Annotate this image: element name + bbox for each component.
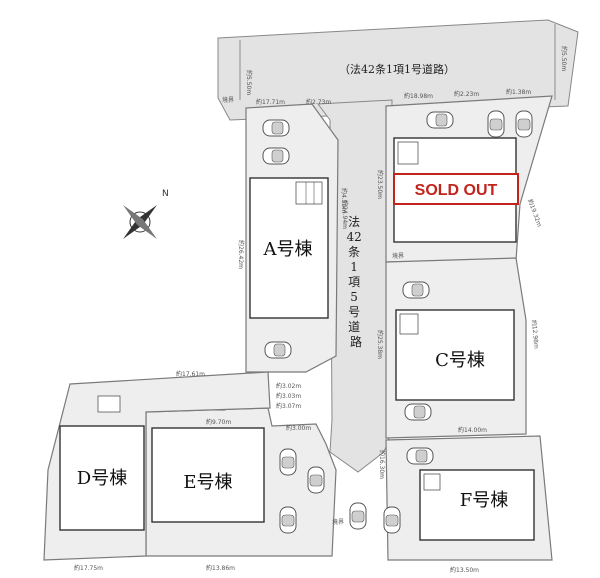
lot-d-label: D号棟 (77, 468, 127, 489)
sold-out-text: SOLD OUT (415, 182, 498, 199)
private-road-width: 約4.50m (340, 188, 348, 213)
lot-b-dim-top3: 約1.38m (506, 88, 531, 96)
private-road-label-1: 法 (348, 215, 360, 229)
compass-north: N (162, 189, 169, 199)
lot-c-dim-bottom: 約14.00m (458, 426, 487, 434)
lot-a-dim-right: 約24.94m (341, 200, 349, 229)
lot-e-dim-bottom: 約13.86m (206, 564, 235, 572)
lot-c-dim-left: 約25.38m (376, 330, 384, 359)
lot-b-dim-right: 約19.32m (526, 198, 543, 228)
lot-d-dim-bottom: 約17.75m (74, 564, 103, 572)
lot-a-dim-top: 約17.71m (256, 98, 285, 106)
lot-d-dim-div2: 約3.03m (276, 392, 301, 400)
lot-d-dim-div3: 約3.07m (276, 402, 301, 410)
compass-icon (123, 205, 157, 239)
boundary-right: 境界 (392, 252, 404, 260)
north-road-width-right: 約5.50m (560, 46, 568, 71)
lot-f-dim-bottom: 約13.50m (450, 566, 479, 574)
lot-b-dim-left: 約23.50m (376, 170, 384, 199)
lot-b-dim-top: 約18.98m (404, 92, 433, 100)
lot-f-dim-top: 約16.30m (378, 450, 386, 479)
lot-a-dim-left: 約26.42m (237, 240, 245, 269)
lot-c-label: C号棟 (435, 350, 485, 371)
lot-e-dim-top: 約9.70m (206, 418, 231, 426)
north-road (217, 19, 579, 121)
north-road-label: （法42条1項1号道路） (339, 62, 455, 76)
lot-d-dim-top: 約17.61m (176, 370, 205, 378)
private-road-label: 法 42 条 1 項 5 号 道 路 (346, 215, 365, 349)
lot-b-dim-top2: 約2.23m (454, 90, 479, 98)
lot-d-building (59, 425, 145, 531)
lot-e-building (151, 427, 265, 523)
north-road-width-left: 約5.50m (245, 70, 253, 95)
lot-a-label: A号棟 (263, 239, 313, 260)
lot-e-dim-mid: 約3.00m (286, 424, 311, 432)
lot-f-label: F号棟 (460, 490, 509, 511)
lot-d-dim-div1: 約3.02m (276, 382, 301, 390)
lot-e-label: E号棟 (183, 472, 232, 493)
sold-out-badge (393, 173, 519, 205)
lot-a-dim-top2: 約2.73m (306, 98, 331, 106)
boundary-left: 境界 (222, 96, 234, 104)
lot-c-dim-right: 約12.98m (530, 319, 541, 349)
boundary-bottom: 境界 (332, 518, 344, 526)
